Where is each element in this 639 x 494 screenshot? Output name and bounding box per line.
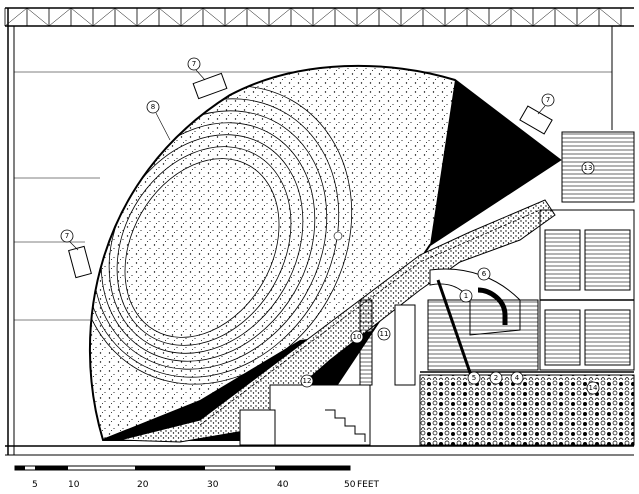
callout-12: 12 — [300, 374, 314, 388]
roof-truss — [4, 7, 634, 27]
scale-label-10: 10 — [68, 480, 80, 490]
callout-10: 10 — [350, 330, 364, 344]
entry-stairs — [239, 299, 416, 446]
callout-1: 1 — [459, 289, 473, 303]
speaker-boxes — [68, 72, 553, 279]
svg-text:8: 8 — [151, 103, 155, 111]
truss-brace — [554, 7, 578, 27]
truss-brace — [224, 7, 248, 27]
truss-brace — [466, 7, 490, 27]
scale-label-5: 5 — [32, 480, 38, 490]
scale-seg — [135, 466, 205, 470]
callout-5: 5 — [467, 371, 481, 385]
callout-11: 11 — [377, 327, 391, 341]
truss-brace — [158, 7, 182, 27]
truss-brace — [136, 7, 160, 27]
svg-text:13: 13 — [584, 164, 593, 172]
truss-brace — [334, 7, 358, 27]
truss-brace — [114, 7, 138, 27]
callout-7c: 7 — [537, 93, 555, 115]
svg-text:11: 11 — [380, 330, 389, 338]
building-frame — [5, 8, 634, 456]
truss-brace — [356, 7, 380, 27]
svg-text:4: 4 — [515, 374, 520, 382]
scale-label-40: 40 — [277, 480, 289, 490]
truss-brace — [576, 7, 600, 27]
truss-brace — [378, 7, 402, 27]
truss-brace — [180, 7, 204, 27]
callout-4: 4 — [510, 371, 524, 385]
svg-text:6: 6 — [482, 270, 487, 278]
scale-unit: FEET — [357, 480, 380, 490]
svg-text:12: 12 — [303, 377, 312, 385]
svg-text:5: 5 — [472, 374, 476, 382]
svg-text:7: 7 — [65, 232, 69, 240]
truss-brace — [532, 7, 556, 27]
callout-2: 2 — [489, 371, 503, 385]
truss-brace — [312, 7, 336, 27]
svg-text:14: 14 — [589, 384, 598, 392]
svg-text:1: 1 — [464, 292, 468, 300]
scale-seg — [15, 466, 25, 470]
truss-brace — [26, 7, 50, 27]
scale-label-30: 30 — [207, 480, 219, 490]
callout-markers: 7 7 7 8 6 1 5 2 4 10 11 12 13 14 — [60, 57, 600, 395]
scale-seg — [275, 466, 350, 470]
callout-13: 13 — [581, 161, 595, 175]
truss-brace — [92, 7, 116, 27]
svg-text:7: 7 — [192, 60, 196, 68]
truss-brace — [70, 7, 94, 27]
svg-text:2: 2 — [494, 374, 498, 382]
callout-7b: 7 — [60, 229, 79, 251]
callout-6: 6 — [477, 267, 491, 281]
scale-bar: 5 10 20 30 40 50 FEET — [14, 465, 380, 490]
callout-7a: 7 — [187, 57, 206, 81]
truss-brace — [488, 7, 512, 27]
truss-brace — [202, 7, 226, 27]
truss-brace — [422, 7, 446, 27]
truss-brace — [246, 7, 270, 27]
lobby-crowd — [419, 371, 635, 446]
scale-seg — [35, 466, 68, 470]
truss-brace — [290, 7, 314, 27]
truss-brace — [48, 7, 72, 27]
callout-8: 8 — [146, 100, 171, 141]
scale-label-20: 20 — [137, 480, 149, 490]
scale-label-50: 50 — [344, 480, 356, 490]
svg-text:10: 10 — [353, 333, 362, 341]
svg-text:7: 7 — [546, 96, 550, 104]
truss-brace — [268, 7, 292, 27]
truss-brace — [510, 7, 534, 27]
truss-brace — [598, 7, 622, 27]
truss-brace — [400, 7, 424, 27]
projection-structure — [427, 131, 635, 446]
callout-14: 14 — [586, 381, 600, 395]
truss-brace — [444, 7, 468, 27]
